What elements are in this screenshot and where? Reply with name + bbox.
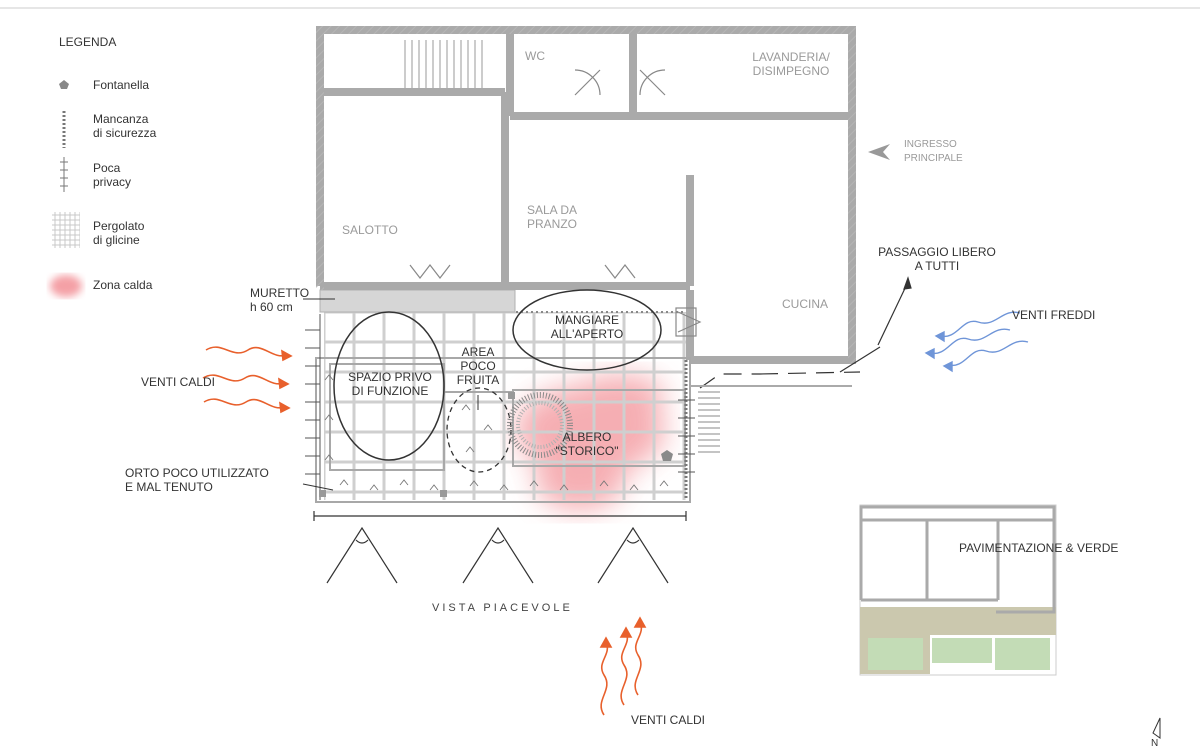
warm-winds-bottom — [599, 616, 647, 716]
venti-caldi-bottom-label: VENTI CALDI — [631, 713, 706, 727]
venti-freddi-label: VENTI FREDDI — [1012, 308, 1096, 322]
area-ellipse — [446, 387, 512, 473]
north-arrow — [1152, 717, 1161, 739]
legend-item-fontanella: Fontanella — [93, 78, 150, 92]
north-label: N — [1151, 738, 1159, 749]
muretto-wall — [319, 289, 516, 313]
spazio-label: SPAZIO PRIVO DI FUNZIONE — [348, 370, 432, 398]
legend-title: LEGENDA — [59, 35, 117, 49]
room-label-salotto: SALOTTO — [342, 223, 398, 237]
warm-winds-left — [202, 346, 293, 414]
mangiare-ellipse — [512, 289, 662, 371]
garden-plants — [324, 374, 669, 491]
muretto-label: MURETTO h 60 cm — [250, 286, 310, 314]
area-label: AREA POCO FRUITA — [456, 345, 500, 387]
passaggio-label: PASSAGGIO LIBERO A TUTTI — [878, 245, 996, 273]
ingresso-label: INGRESSO PRINCIPALE — [904, 139, 963, 164]
room-label-wc: WC — [525, 49, 545, 63]
thumbnail-plan — [859, 504, 1057, 676]
room-label-cucina: CUCINA — [782, 297, 829, 311]
albero-label: ALBERO "STORICO" — [555, 430, 619, 458]
tick-line-icon — [60, 157, 68, 192]
fountain-pentagon — [661, 450, 673, 461]
room-label-sala: SALA DA PRANZO — [527, 203, 578, 231]
entrance-arrow — [868, 144, 890, 160]
stairs — [404, 40, 483, 88]
cold-winds — [924, 311, 1029, 373]
mangiare-label: MANGIARE ALL'APERTO — [550, 313, 624, 341]
thumb-green — [868, 638, 923, 670]
legend-item-sicurezza: Mancanza di sicurezza — [93, 112, 157, 140]
doors — [409, 69, 702, 337]
legend-item-zona-calda: Zona calda — [93, 278, 153, 292]
legend-icons — [50, 80, 82, 297]
venti-caldi-left-label: VENTI CALDI — [141, 375, 216, 389]
vista-label: VISTA PIACEVOLE — [432, 602, 573, 614]
pavimentazione-label: PAVIMENTAZIONE & VERDE — [959, 541, 1119, 555]
legend-item-pergolato: Pergolato di glicine — [93, 219, 145, 247]
orto-leader — [302, 483, 334, 491]
privacy-ticks — [305, 314, 695, 500]
vista-cones — [313, 511, 687, 584]
grid-icon — [52, 212, 80, 248]
spazio-ellipse — [333, 311, 445, 461]
heat-blob-icon — [50, 275, 82, 297]
tree-canopy — [507, 392, 573, 458]
orto-label: ORTO POCO UTILIZZATO E MAL TENUTO — [125, 466, 269, 494]
wall-hatching — [316, 26, 856, 364]
pentagon-icon — [59, 80, 69, 89]
room-label-lavanderia: LAVANDERIA/ DISIMPEGNO — [752, 50, 830, 78]
side-stairs — [698, 391, 720, 453]
legend-item-privacy: Poca privacy — [93, 161, 132, 189]
access-path — [699, 276, 912, 389]
